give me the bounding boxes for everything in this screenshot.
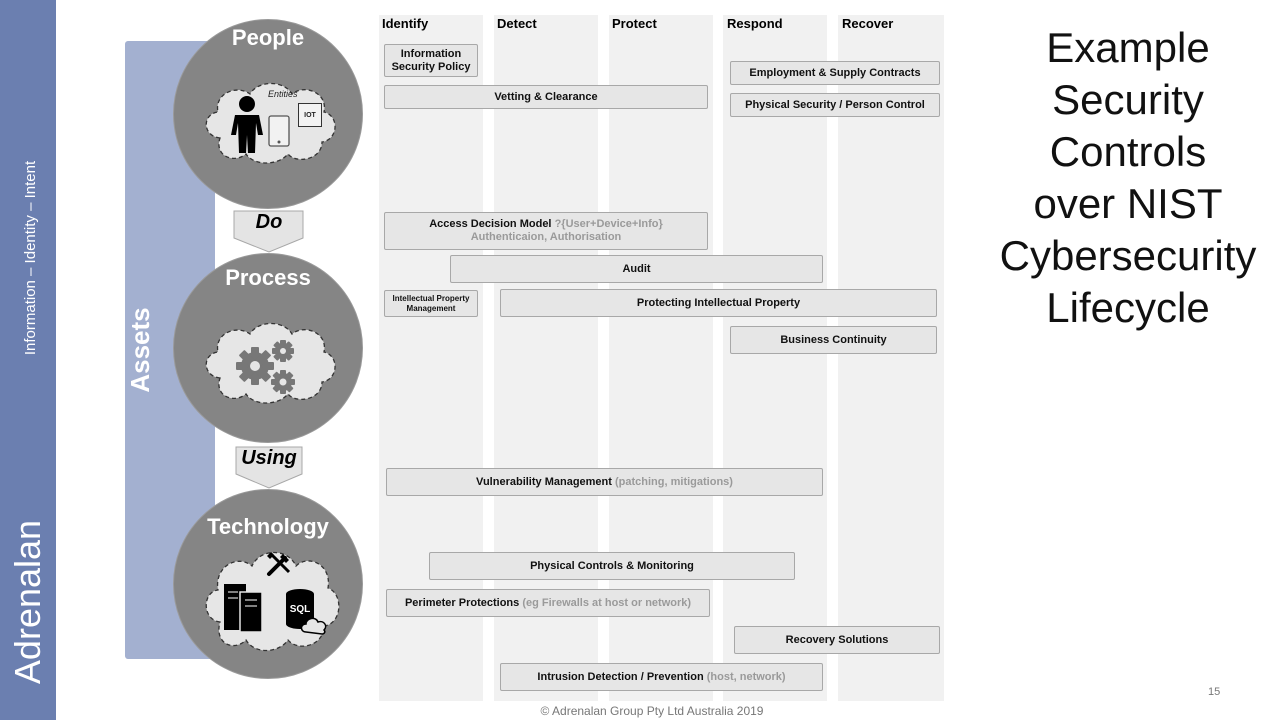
assets-label: Assets: [125, 307, 155, 393]
title-line: Security: [1052, 76, 1204, 123]
control-label: Perimeter Protections: [404, 596, 520, 609]
control-protecting-ip: Protecting Intellectual Property: [500, 289, 937, 317]
title-line: Lifecycle: [1046, 284, 1210, 331]
tools-icon: [267, 552, 291, 576]
control-label: Vetting & Clearance: [494, 90, 598, 103]
control-label: Business Continuity: [780, 333, 887, 346]
column-detect: [494, 15, 598, 701]
control-note: (host, network): [706, 670, 786, 683]
control-recovery: Recovery Solutions: [734, 626, 940, 654]
control-label: Recovery Solutions: [785, 633, 889, 646]
control-audit: Audit: [450, 255, 823, 283]
gears-icon: [236, 340, 295, 394]
person-icon: [231, 96, 263, 153]
page-number: 15: [1208, 686, 1221, 698]
column-header-detect: Detect: [497, 16, 537, 31]
title-line: Example: [1046, 24, 1210, 71]
control-label: Vulnerability Management: [476, 475, 612, 488]
brand-sidebar: [0, 0, 56, 720]
entities-label: Entities: [268, 89, 298, 99]
brand-subtitle: Information – Identity – Intent: [22, 160, 39, 356]
control-perimeter: Perimeter Protections (eg Firewalls at h…: [386, 589, 710, 617]
control-intrusion: Intrusion Detection / Prevention (host, …: [500, 663, 823, 691]
control-employment-supply: Employment & Supply Contracts: [730, 61, 940, 85]
control-label: Intrusion Detection / Prevention: [537, 670, 704, 683]
people-title: People: [231, 25, 305, 50]
column-header-identify: Identify: [382, 16, 429, 31]
control-label: Information Security Policy: [391, 47, 471, 73]
control-label: Protecting Intellectual Property: [636, 296, 801, 309]
control-label: Employment & Supply Contracts: [749, 66, 921, 79]
control-physical-security: Physical Security / Person Control: [730, 93, 940, 117]
control-ip-management: Intellectual Property Management: [384, 290, 478, 317]
do-label: Do: [255, 211, 283, 233]
sql-label: SQL: [289, 604, 311, 615]
database-cloud-icon: [286, 589, 327, 635]
using-label: Using: [241, 447, 297, 469]
title-line: Cybersecurity: [999, 232, 1257, 279]
tablet-icon: [268, 115, 290, 147]
control-physical-controls: Physical Controls & Monitoring: [429, 552, 795, 580]
control-label: Access Decision Model: [429, 218, 552, 230]
control-access-decision: Access Decision Model ?{User+Device+Info…: [384, 212, 708, 250]
control-business-continuity: Business Continuity: [730, 326, 937, 354]
copyright-notice: © Adrenalan Group Pty Ltd Australia 2019: [540, 704, 764, 718]
technology-title: Technology: [207, 514, 329, 539]
control-subline: Authenticaion, Authorisation: [470, 231, 622, 243]
column-identify: [379, 15, 483, 701]
control-vulnerability-management: Vulnerability Management (patching, miti…: [386, 468, 823, 496]
control-note: (patching, mitigations): [615, 475, 733, 488]
servers-icon: [224, 584, 263, 633]
control-label: Intellectual Property Management: [392, 293, 470, 313]
control-note: ?{User+Device+Info}: [554, 218, 663, 230]
control-label: Physical Controls & Monitoring: [530, 559, 694, 572]
process-title: Process: [225, 265, 311, 290]
title-line: Controls: [1049, 128, 1207, 175]
column-header-protect: Protect: [612, 16, 657, 31]
column-protect: [609, 15, 713, 701]
column-recover: [838, 15, 944, 701]
title-line: over NIST: [1033, 180, 1223, 227]
control-note: (eg Firewalls at host or network): [522, 596, 692, 609]
brand-name: Adrenalan: [7, 519, 48, 685]
control-label: Audit: [622, 262, 651, 275]
column-header-respond: Respond: [727, 16, 783, 31]
column-header-recover: Recover: [842, 16, 894, 31]
control-label: Physical Security / Person Control: [745, 98, 925, 111]
iot-device-icon: IOT: [298, 103, 322, 127]
column-respond: [723, 15, 827, 701]
do-connector: [233, 210, 304, 253]
control-vetting: Vetting & Clearance: [384, 85, 708, 109]
iot-label: IOT: [304, 111, 316, 119]
slide-title: Example Security Controls over NIST Cybe…: [990, 22, 1266, 334]
using-connector: [235, 446, 303, 489]
control-info-security-policy: Information Security Policy: [384, 44, 478, 77]
